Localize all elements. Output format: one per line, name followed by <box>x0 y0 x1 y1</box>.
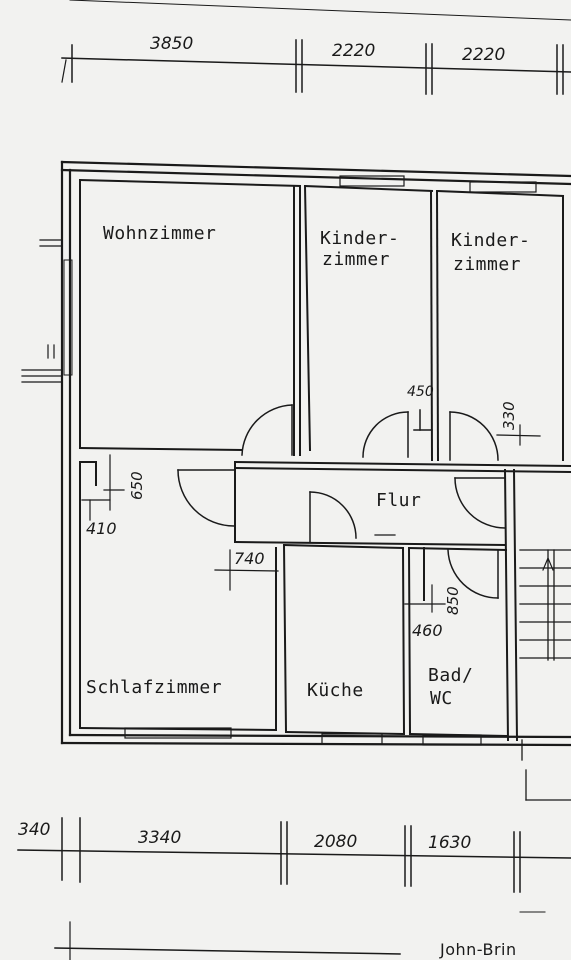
dimension-top-2: 2220 <box>332 41 376 61</box>
label-kinderzimmer-2-line2: zimmer <box>453 254 522 275</box>
label-kueche: Küche <box>307 680 364 701</box>
room-schlafzimmer <box>78 461 278 732</box>
footer-street-name: John-Brin <box>440 940 517 959</box>
label-kinderzimmer-2-line1: Kinder- <box>451 230 531 251</box>
top-dimension-line <box>61 57 571 73</box>
staircase <box>519 549 571 801</box>
dimension-450: 450 <box>407 384 434 400</box>
label-bad-line1: Bad/ <box>428 665 474 686</box>
label-kinderzimmer-1-line1: Kinder- <box>320 228 400 249</box>
dimension-850: 850 <box>444 586 462 615</box>
dimension-bottom-1: 340 <box>18 820 51 840</box>
dimension-740: 740 <box>234 549 265 568</box>
room-wohnzimmer <box>78 178 302 456</box>
label-wohnzimmer: Wohnzimmer <box>103 223 217 244</box>
dimension-bottom-3: 2080 <box>314 832 358 852</box>
room-kueche <box>282 543 406 736</box>
room-kinderzimmer-1 <box>303 184 440 462</box>
dimension-top-3: 2220 <box>462 45 506 65</box>
dimension-460: 460 <box>412 621 443 640</box>
dimension-bottom-4: 1630 <box>428 833 472 853</box>
label-flur: Flur <box>376 490 422 511</box>
room-kinderzimmer-2 <box>436 189 565 461</box>
label-bad-line2: WC <box>430 688 453 709</box>
label-schlafzimmer: Schlafzimmer <box>86 677 223 698</box>
dimension-top-1: 3850 <box>150 34 194 54</box>
label-kinderzimmer-1-line2: zimmer <box>322 249 391 270</box>
room-flur <box>233 460 571 742</box>
dimension-410: 410 <box>86 519 117 538</box>
dimension-bottom-2: 3340 <box>138 828 182 848</box>
room-bad-wc <box>407 546 508 738</box>
dimension-330: 330 <box>500 401 518 430</box>
bottom-dimension-line <box>17 849 571 859</box>
dimension-650: 650 <box>128 471 146 500</box>
